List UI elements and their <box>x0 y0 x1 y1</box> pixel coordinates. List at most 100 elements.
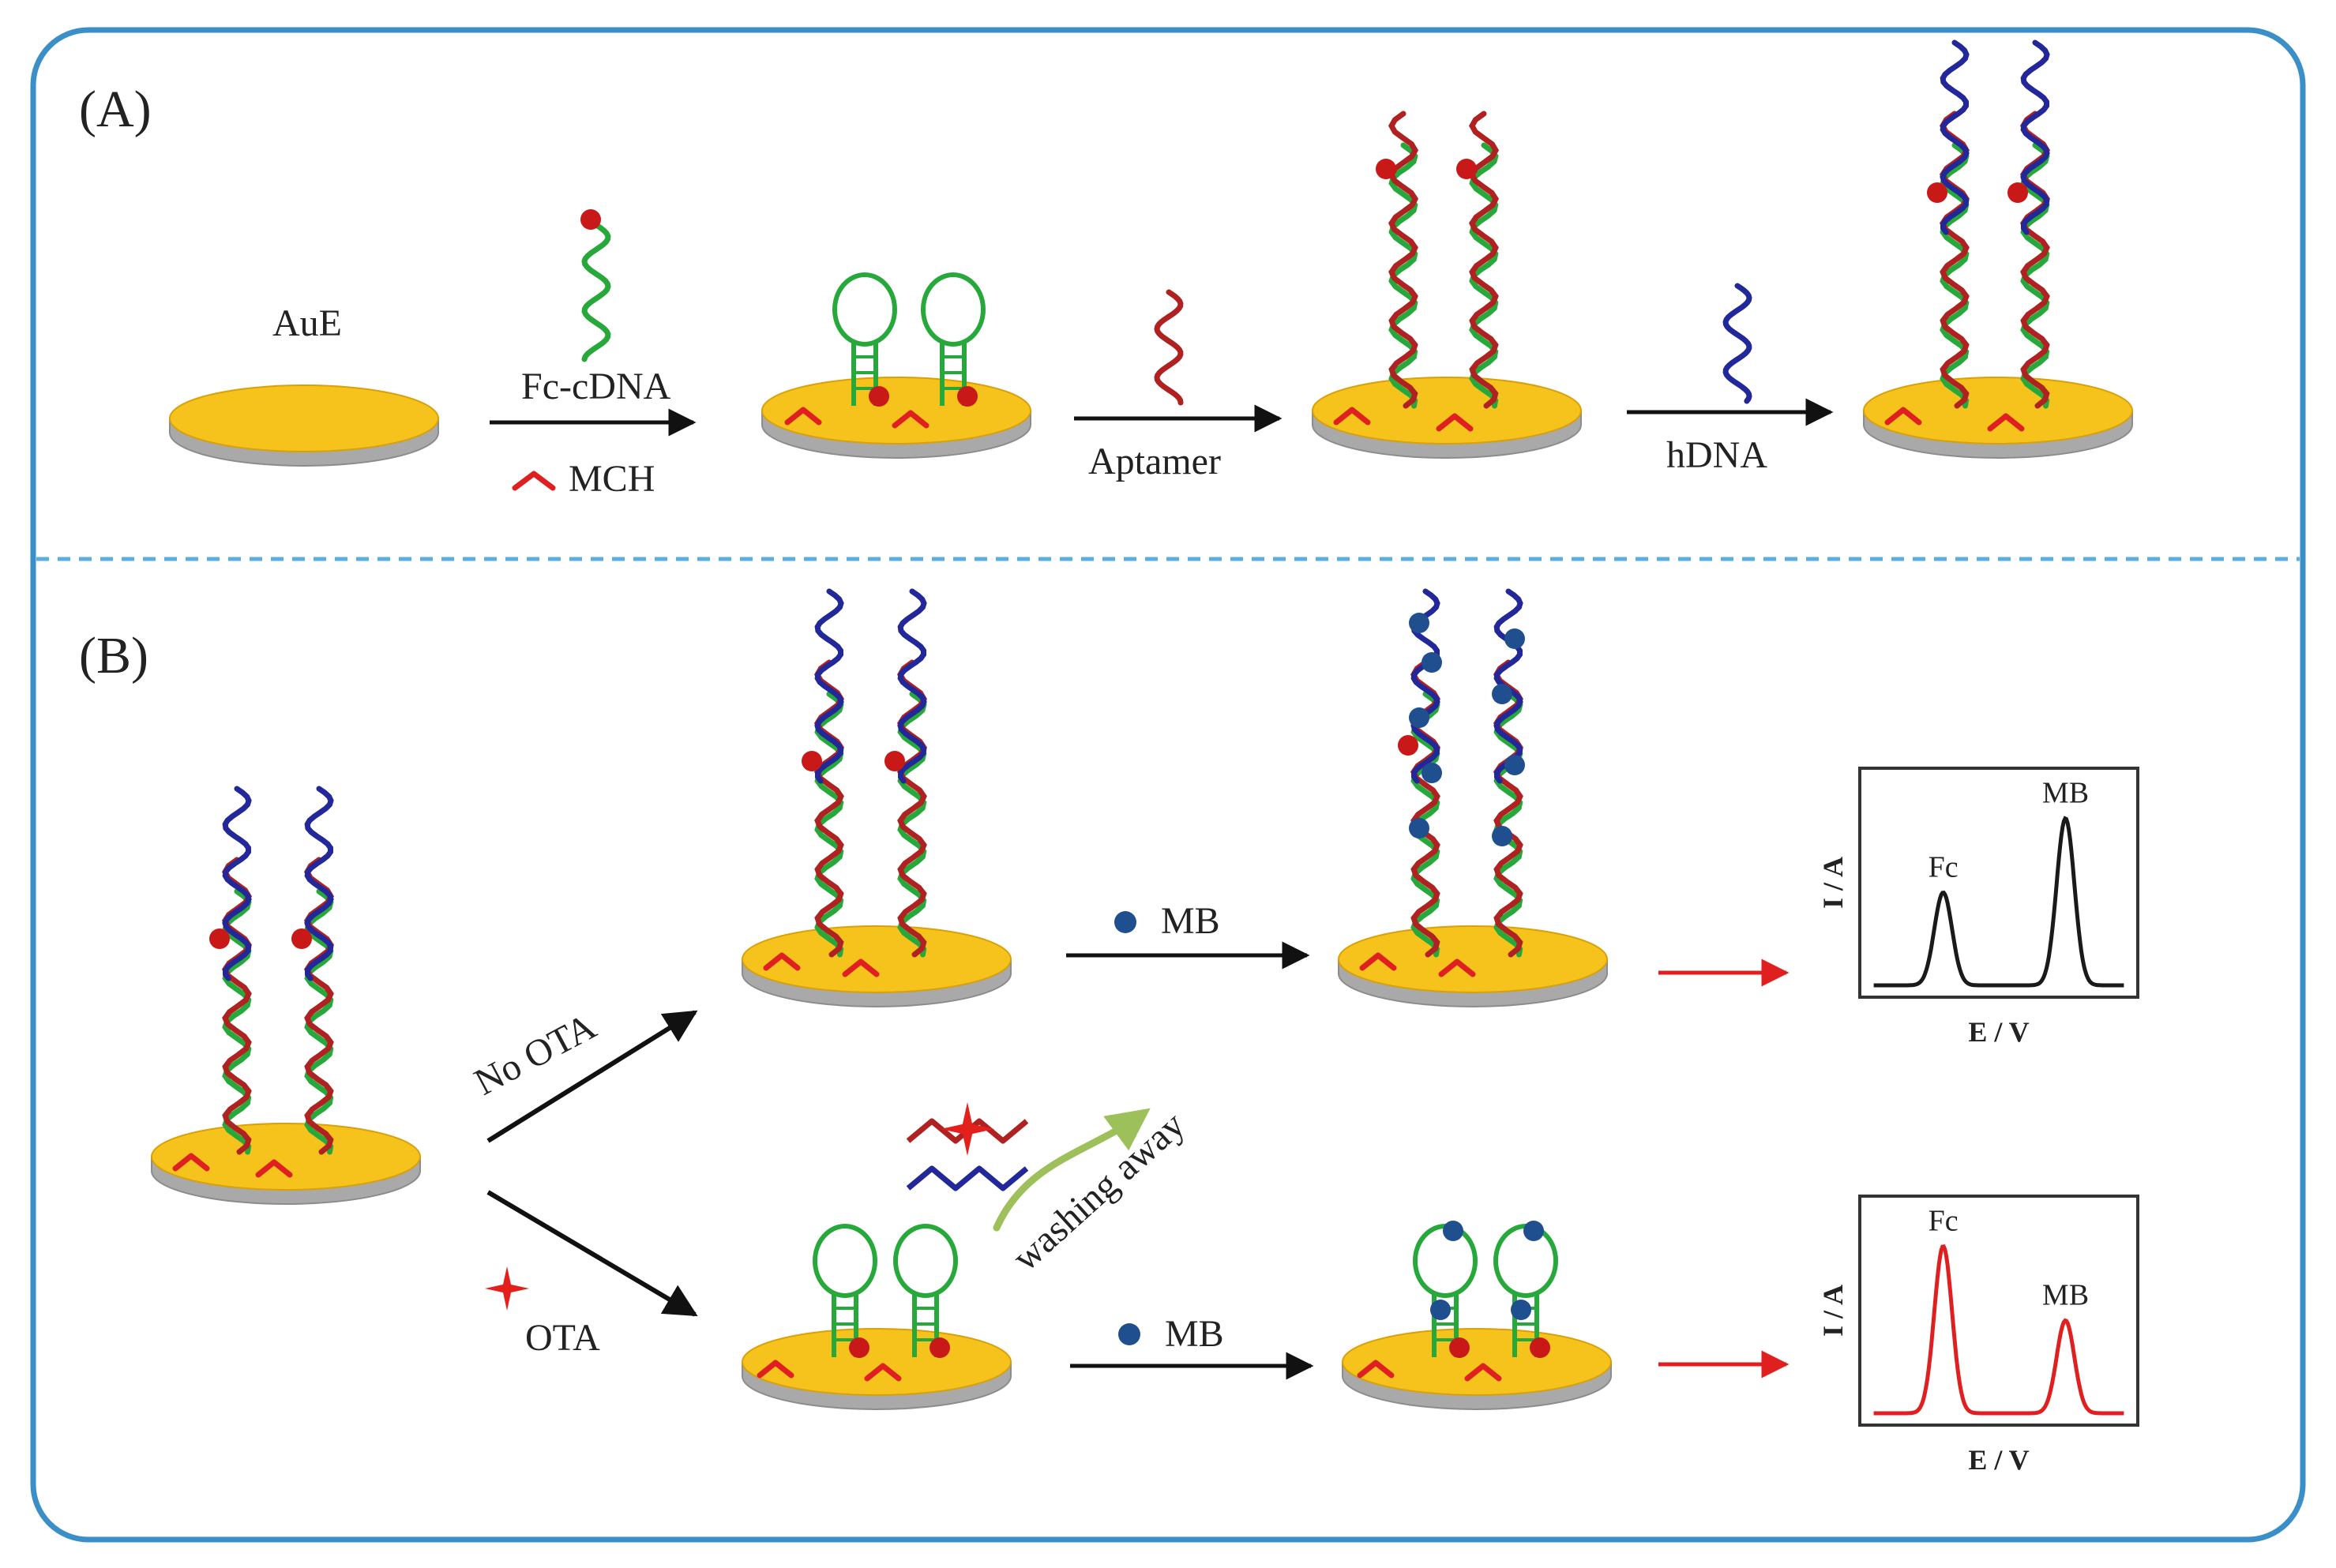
mch-molecule <box>1438 958 1476 977</box>
methylene-blue-dot <box>1492 826 1512 846</box>
signal-graph-ota: Fc MB E / V I / A <box>1817 1195 2139 1476</box>
hdna-strand-icon <box>1722 283 1752 404</box>
electrode-ota <box>742 1224 1012 1410</box>
mch-molecule <box>763 952 801 971</box>
mb-peak-label: MB <box>2042 777 2089 810</box>
methylene-blue-dot <box>1409 613 1429 633</box>
ferrocene-dot <box>930 1337 950 1358</box>
ferrocene-dot <box>580 209 601 230</box>
mch-molecule <box>1884 407 1922 426</box>
electrode-aptamer-duplex <box>1312 111 1582 459</box>
ota-label: OTA <box>525 1317 600 1359</box>
methylene-blue-dot <box>1409 707 1429 728</box>
mch-molecule <box>784 407 822 426</box>
hairpin-loop <box>893 1224 958 1298</box>
hdna-label: hDNA <box>1666 434 1767 476</box>
arrow-ota <box>486 1190 698 1317</box>
gold-surface <box>1338 925 1608 993</box>
gold-surface <box>151 1123 421 1191</box>
mb-bottom-label: MB <box>1165 1313 1224 1355</box>
electrode-ota-mb <box>1342 1221 1612 1410</box>
mch-molecule <box>892 410 930 429</box>
hdna-strand <box>304 786 334 981</box>
mch-molecule <box>1357 1360 1395 1379</box>
mch-molecule <box>1987 413 2025 432</box>
no-ota-label: No OTA <box>468 1005 603 1104</box>
cdna-strand <box>581 222 611 362</box>
ferrocene-dot <box>1530 1337 1550 1358</box>
ferrocene-dot <box>802 751 822 771</box>
x-axis-label: E / V <box>1968 1016 2029 1048</box>
gold-surface <box>742 925 1012 993</box>
gold-surface <box>169 384 439 452</box>
mch-molecule <box>255 1159 293 1178</box>
mch-icon <box>512 471 556 491</box>
mb-peak-label: MB <box>2042 1279 2089 1312</box>
hdna-strand <box>1722 283 1752 404</box>
y-axis-label: I / A <box>1817 857 1849 909</box>
mch-molecule <box>1359 952 1397 971</box>
methylene-blue-dot <box>1511 1300 1531 1320</box>
current-trace <box>1873 1244 2124 1416</box>
methylene-blue-dot <box>1492 684 1512 704</box>
ferrocene-dot <box>849 1337 869 1358</box>
hdna-strand <box>222 786 252 981</box>
ferrocene-dot <box>869 386 889 407</box>
methylene-blue-dot <box>1409 818 1429 838</box>
panel-a-label: (A) <box>79 81 152 138</box>
panel-b-label: (B) <box>79 627 148 685</box>
hairpin-loop <box>813 1224 877 1298</box>
graph-frame <box>1858 1195 2139 1427</box>
mch-molecule <box>1464 1363 1502 1382</box>
mch-label: MCH <box>569 458 655 500</box>
ferrocene-dot <box>1449 1337 1470 1358</box>
aptamer-strand <box>1388 111 1419 409</box>
y-axis-label: I / A <box>1817 1285 1849 1337</box>
electrode-hdna-triplex <box>1863 39 2133 459</box>
ferrocene-dot <box>1376 159 1396 179</box>
signal-graph-no-ota: Fc MB E / V I / A <box>1817 767 2139 1048</box>
ota-star <box>941 1102 994 1156</box>
scheme-frame <box>30 27 2306 1543</box>
ferrocene-dot <box>209 928 230 949</box>
graph-frame <box>1858 767 2139 999</box>
gold-surface <box>1342 1328 1612 1396</box>
arrow-no-ota <box>486 1010 698 1143</box>
released-hdna <box>906 1165 1029 1191</box>
aptamer-strand <box>1154 289 1184 406</box>
methylene-blue-dot <box>1443 1221 1463 1241</box>
hdna-strand <box>814 588 844 784</box>
released-complex-icon <box>906 1102 1029 1191</box>
mch-molecule <box>842 958 880 977</box>
hdna-strand <box>1940 39 1970 235</box>
electrode-no-ota-mb <box>1338 588 1608 1007</box>
x-axis-label: E / V <box>1968 1444 2029 1476</box>
gold-surface <box>742 1328 1012 1396</box>
electrode-no-ota <box>742 588 1012 1007</box>
fc-cdna-label: Fc-cDNA <box>521 366 671 407</box>
mch-molecule <box>172 1153 210 1172</box>
aptamer-strand-icon <box>1154 289 1184 406</box>
ferrocene-dot <box>957 386 978 407</box>
ferrocene-dot <box>884 751 905 771</box>
washing-away-label: washing away <box>1005 1104 1193 1279</box>
electrode-cdna-hairpin <box>761 272 1031 459</box>
electrode-bare <box>169 384 439 467</box>
methylene-blue-dot <box>1523 1221 1544 1241</box>
methylene-blue-dot <box>1504 628 1525 649</box>
hdna-strand <box>2020 39 2050 235</box>
mb-icon-bottom <box>1118 1323 1140 1345</box>
methylene-blue-dot <box>1422 652 1442 673</box>
methylene-blue-dot <box>1504 755 1525 775</box>
mch-molecule <box>1436 413 1474 432</box>
ferrocene-dot <box>291 928 312 949</box>
mch-molecule <box>1333 407 1371 426</box>
hairpin-loop <box>921 272 986 347</box>
ferrocene-dot <box>2007 182 2028 203</box>
mb-icon-top <box>1114 911 1136 933</box>
mch-molecule <box>864 1363 902 1382</box>
mb-top-label: MB <box>1161 900 1220 942</box>
methylene-blue-dot <box>1430 1300 1451 1320</box>
current-trace <box>1873 816 2124 988</box>
aue-label: AuE <box>272 302 342 344</box>
